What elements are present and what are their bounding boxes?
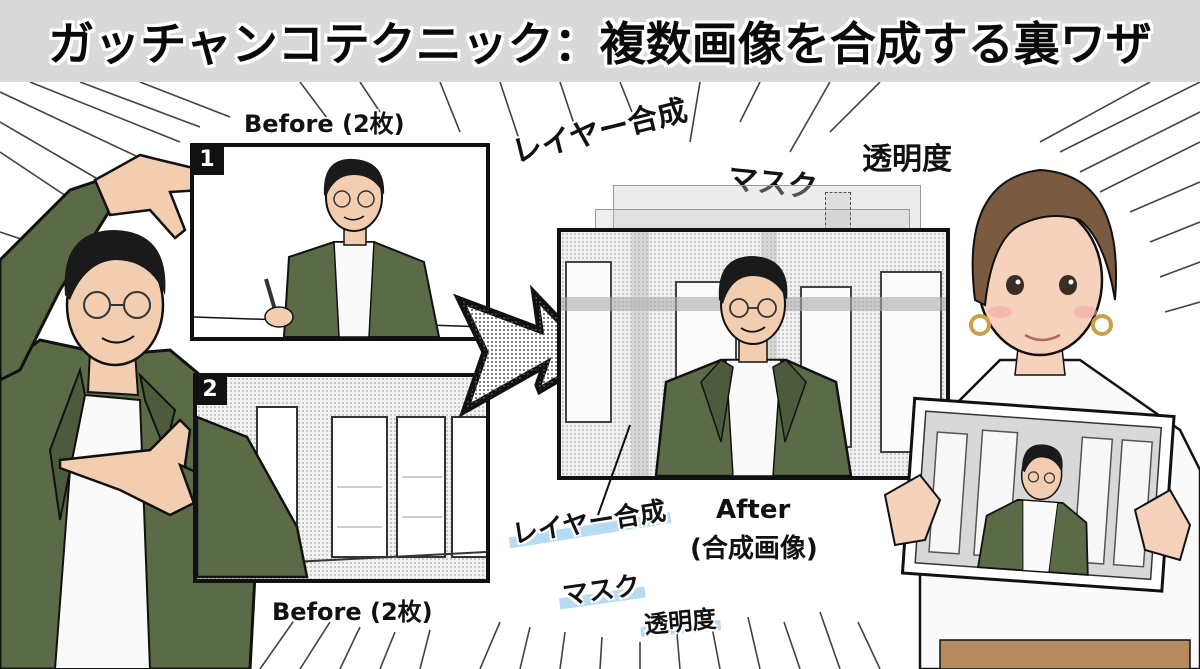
- title-banner: ガッチャンコテクニック：複数画像を合成する裏ワザ: [0, 0, 1200, 82]
- right-woman-character: [883, 168, 1200, 669]
- technique-label-opacity-top: 透明度: [862, 142, 952, 177]
- technique-label-opacity-bottom: 透明度: [639, 599, 722, 641]
- technique-label-opacity-bottom-text: 透明度: [639, 604, 722, 640]
- page-title: ガッチャンコテクニック：複数画像を合成する裏ワザ: [48, 17, 1152, 71]
- panel-number-badge: 1: [194, 147, 224, 175]
- after-label: After: [716, 495, 791, 525]
- before-label-top: Before (2枚): [244, 110, 405, 138]
- before-panel-2: 2: [193, 373, 490, 583]
- panel-1-illustration: [194, 158, 486, 337]
- before-label-bottom: Before (2枚): [272, 598, 433, 626]
- after-composite-illustration: [561, 232, 946, 476]
- panel-number-badge: 2: [197, 377, 227, 405]
- panel-2-window-illustration: [197, 377, 486, 579]
- after-sublabel: (合成画像): [690, 534, 818, 564]
- annotation-pointer-line: [597, 424, 631, 516]
- before-panel-1: 1: [190, 143, 490, 341]
- after-panel: [557, 228, 950, 480]
